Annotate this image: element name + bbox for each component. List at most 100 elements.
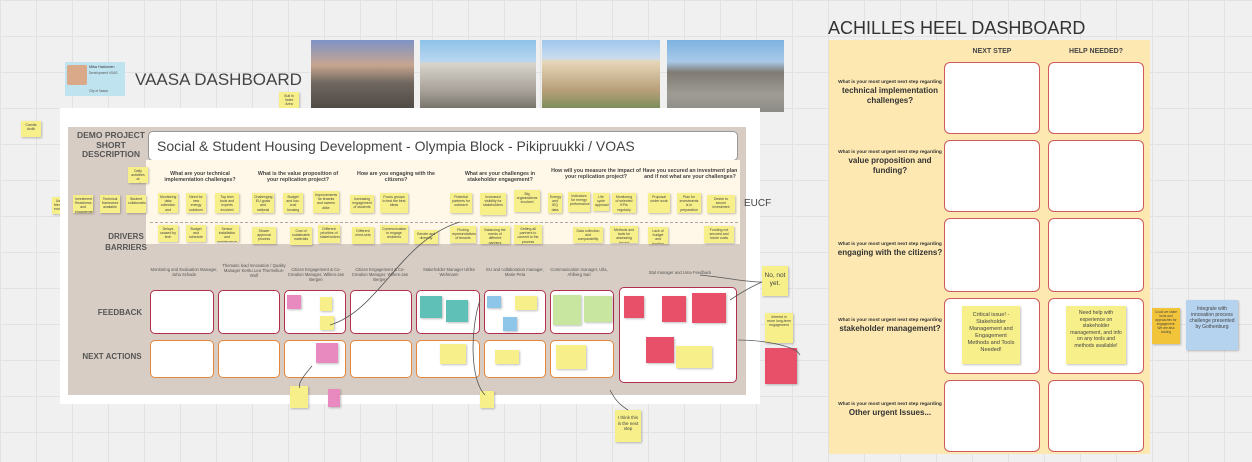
bottom-annotation-note[interactable]: I think this is the next step [615, 410, 641, 442]
barrier-sticky[interactable]: Finding representatives of tenants [450, 226, 476, 243]
avatar [67, 65, 87, 85]
barrier-sticky[interactable]: Sensor installation and maintenance [215, 225, 239, 242]
driver-sticky[interactable]: Monitoring data collection and analysis [158, 193, 178, 213]
feedback-box[interactable] [218, 290, 280, 334]
feedback-sticky[interactable] [624, 296, 644, 318]
feedback-sticky[interactable] [446, 300, 468, 322]
photo-apartment-block[interactable] [542, 40, 660, 112]
help-needed-cell-technical[interactable] [1048, 62, 1144, 134]
help-needed-cell-value[interactable] [1048, 140, 1144, 212]
no-not-yet-note[interactable]: No, not yet. [762, 266, 788, 296]
sticky-note-top[interactable]: Suit in Index Area [279, 92, 299, 112]
barrier-sticky[interactable]: Getting all partners to commit to the pr… [514, 225, 542, 244]
next-action-box[interactable] [218, 340, 280, 378]
barrier-sticky[interactable]: Balancing the needs of different partner… [480, 226, 510, 244]
driver-sticky[interactable]: Improvements for tenants and owners alik… [313, 191, 339, 213]
help-needed-cell-other[interactable] [1048, 380, 1144, 452]
barrier-sticky[interactable]: Lack of budget and funding [648, 227, 668, 244]
driver-sticky[interactable]: Technical framework available [100, 195, 120, 213]
photo-building-facade[interactable] [420, 40, 536, 112]
driver-sticky[interactable]: Energy and IEQ data [548, 193, 562, 213]
feedback-sticky[interactable] [320, 297, 332, 311]
feedback-label: FEEDBACK [97, 308, 143, 317]
person-label: Stal manager and Uma Feedback [648, 270, 712, 275]
next-step-cell-citizens[interactable] [944, 218, 1040, 292]
question-stakeholder: What are your challenges in stakeholder … [464, 171, 536, 183]
achilles-question-technical: What is your most urgent next step regar… [838, 80, 942, 105]
next-step-cell-other[interactable] [944, 380, 1040, 452]
driver-sticky[interactable]: Focus groups to test the best ideas [380, 193, 408, 213]
next-action-sticky[interactable] [316, 343, 338, 363]
driver-sticky[interactable]: Plan for investments is in preparation [677, 193, 701, 213]
barrier-sticky[interactable]: Delays caused by tech [158, 225, 178, 242]
person-label: Thematic lead Innovation / Quality Manag… [222, 263, 286, 278]
next-action-sticky[interactable] [495, 350, 519, 364]
annotation-sticky-red[interactable] [765, 348, 797, 384]
driver-sticky[interactable]: Increased visibility for stakeholders [480, 193, 506, 215]
barrier-sticky[interactable]: Funding not secured and future costs [704, 226, 734, 243]
feedback-sticky[interactable] [692, 293, 726, 323]
driver-sticky[interactable]: Student collaboration [126, 195, 146, 213]
next-action-sticky[interactable] [440, 344, 466, 364]
barrier-sticky[interactable]: Communication to engage residents [380, 225, 408, 243]
driver-sticky[interactable]: Big organizations involved [514, 190, 540, 212]
driver-sticky[interactable]: Potential partners for outreach [450, 193, 472, 213]
barrier-sticky[interactable]: Slower approval process [252, 227, 276, 244]
achilles-question-citizens: What is your most urgent next step regar… [837, 242, 943, 257]
driver-sticky[interactable]: Life cycle approach [593, 193, 609, 211]
driver-sticky[interactable]: Proposal under work [648, 193, 670, 213]
demo-label: DEMO PROJECT SHORT DESCRIPTION [76, 130, 145, 159]
barrier-sticky[interactable]: Data collection and comparability [573, 227, 603, 243]
feedback-sticky[interactable] [503, 317, 517, 331]
driver-sticky[interactable]: Top tech tools and experts involved [215, 193, 239, 213]
side-note-blue[interactable]: Integrate with innovation process challe… [1186, 300, 1238, 350]
avatar-role: Development VOAS [89, 71, 118, 75]
sticky-note-left[interactable]: Camila Arditi [21, 121, 41, 137]
driver-sticky[interactable]: Challenging EU goals and national policy [252, 193, 274, 213]
feedback-sticky[interactable] [553, 295, 581, 325]
critical-issue-note[interactable]: Critical issue! - Stakeholder Management… [962, 306, 1020, 364]
driver-sticky[interactable]: Daily activities at question [128, 167, 148, 183]
feedback-sticky[interactable] [420, 296, 442, 318]
barrier-sticky[interactable]: Different priorities of stakeholders [318, 225, 340, 243]
next-action-box[interactable] [150, 340, 214, 378]
feedback-sticky[interactable] [515, 296, 537, 310]
side-note-orange[interactable]: Could we share tools and approaches for … [1152, 308, 1180, 344]
help-needed-cell-citizens[interactable] [1048, 218, 1144, 292]
project-title-box[interactable]: Social & Student Housing Development - O… [148, 131, 738, 161]
feedback-sticky[interactable] [676, 346, 712, 368]
barrier-sticky[interactable]: Gender and diversity [414, 230, 438, 244]
annotation-sticky[interactable]: Interest in more long-term engagement [765, 313, 793, 343]
next-action-sticky[interactable] [556, 345, 586, 369]
next-action-box[interactable] [350, 340, 412, 378]
next-action-sticky[interactable] [480, 391, 494, 408]
barrier-sticky[interactable]: Different mind-sets [352, 227, 374, 244]
feedback-sticky[interactable] [584, 296, 612, 322]
feedback-sticky[interactable] [487, 296, 501, 308]
photo-city-aerial[interactable] [311, 40, 414, 112]
next-action-sticky[interactable] [328, 389, 340, 407]
barrier-sticky[interactable]: Budget and schedule [186, 225, 206, 242]
barrier-sticky[interactable]: Methods and tools for assessing impact [610, 226, 638, 243]
feedback-sticky[interactable] [287, 295, 301, 309]
driver-sticky[interactable]: Indicators for energy performance [568, 192, 590, 212]
feedback-sticky[interactable] [662, 296, 686, 322]
barriers-label: BARRIERS [105, 243, 147, 252]
feedback-sticky[interactable] [320, 316, 334, 330]
next-step-cell-technical[interactable] [944, 62, 1040, 134]
feedback-box[interactable] [350, 290, 412, 334]
barrier-sticky[interactable]: Cost of sustainable materials [290, 227, 312, 245]
driver-sticky[interactable]: Monitoring of selected KPIs regularly [612, 193, 636, 213]
next-step-cell-value[interactable] [944, 140, 1040, 212]
driver-sticky[interactable]: Need for new energy solutions [186, 193, 206, 213]
next-action-sticky[interactable] [290, 386, 308, 408]
driver-sticky[interactable]: Desire to secure investment [707, 195, 735, 213]
help-needed-note[interactable]: Need help with experience on stakeholder… [1066, 306, 1126, 364]
driver-sticky[interactable]: Increasing engagement of students [350, 195, 374, 213]
driver-sticky[interactable]: Budget and low-cost housing [283, 193, 303, 213]
feedback-sticky[interactable] [646, 337, 674, 363]
driver-sticky[interactable]: Investment Readiness and engagement [73, 195, 93, 213]
avatar-card[interactable]: Mika Harkonen Development VOAS City of V… [65, 62, 125, 96]
photo-people-group[interactable] [667, 40, 784, 112]
feedback-box[interactable] [150, 290, 214, 334]
